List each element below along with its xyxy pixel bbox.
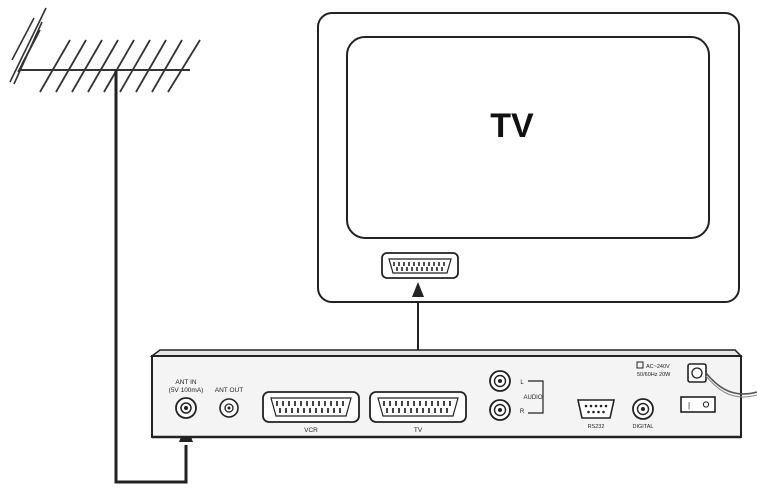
power-rating-label: AC~240V	[646, 364, 670, 370]
audio-l-label: L	[520, 380, 524, 386]
digital-audio-connector: DIGITAL	[632, 398, 654, 430]
receiver-rear-panel: ANT IN (5V 100mA) ANT OUT	[149, 349, 757, 439]
scart-cable-arrow	[412, 282, 424, 297]
tv-label: TV	[490, 107, 534, 145]
ant-in-connector: ANT IN (5V 100mA)	[169, 379, 204, 419]
ant-out-label: ANT OUT	[215, 387, 243, 394]
power-cord	[705, 372, 757, 395]
audio-r-jack	[489, 399, 511, 421]
rs232-port: RS232	[577, 399, 615, 430]
ant-out-connector: ANT OUT	[215, 387, 243, 418]
svg-text:|: |	[688, 401, 690, 410]
tv-set: TV	[317, 12, 740, 303]
receiver-tv-label: TV	[414, 427, 423, 434]
antenna-cable	[114, 70, 188, 484]
power-frequency-label: 50/60Hz 20W	[637, 372, 671, 378]
audio-bracket	[528, 380, 544, 414]
audio-label: AUDIO	[523, 395, 542, 401]
power-section: AC~240V 50/60Hz 20W |	[636, 361, 757, 413]
rs232-label: RS232	[588, 424, 605, 430]
power-switch: |	[680, 396, 716, 413]
ant-in-label: ANT IN	[175, 379, 196, 386]
digital-label: DIGITAL	[633, 424, 654, 430]
antenna-elements	[39, 39, 201, 93]
antenna-mast	[9, 7, 47, 85]
power-rating-icon	[636, 361, 644, 369]
tv-scart-socket	[381, 252, 459, 279]
vcr-label: VCR	[304, 427, 318, 434]
antenna	[9, 7, 201, 93]
audio-l-jack	[489, 370, 511, 392]
receiver-tv-scart-socket: TV	[369, 391, 467, 434]
audio-r-label: R	[520, 409, 525, 415]
audio-rca-connectors: L R AUDIO	[489, 370, 544, 421]
vcr-scart-socket: VCR	[262, 391, 360, 434]
ant-in-spec-label: (5V 100mA)	[169, 387, 204, 394]
tv-screen	[346, 36, 710, 239]
